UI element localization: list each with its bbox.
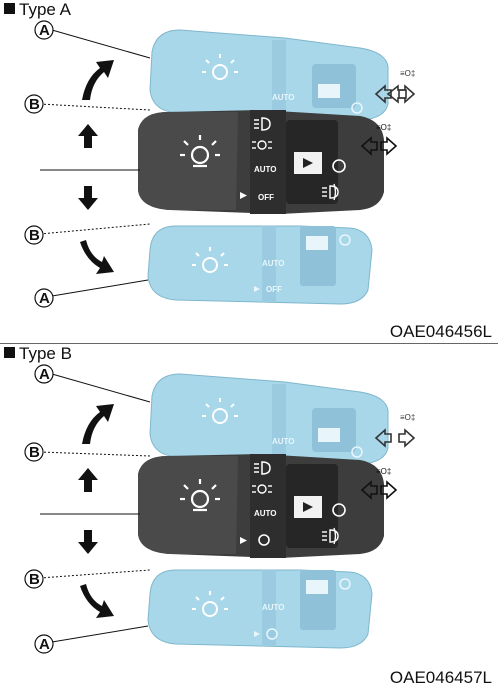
- arrow-down-icon: [78, 530, 98, 554]
- panel-divider: [0, 343, 498, 344]
- low-beam-icon: [254, 461, 271, 475]
- ghost-lever-upper: AUTO ≡O‡: [149, 373, 416, 465]
- headlamp-icon: [180, 479, 220, 512]
- panel-type-b: Type B AUTO ≡O‡: [0, 344, 498, 690]
- panel-heading: Type A: [4, 1, 71, 19]
- svg-text:A: A: [39, 22, 50, 39]
- curved-arrow-icon: [82, 60, 114, 100]
- callout-a-top: A: [34, 20, 54, 40]
- callout-b-top: B: [24, 442, 44, 462]
- turn-arrows-icon: [360, 136, 398, 156]
- panel-heading: Type B: [4, 345, 72, 363]
- svg-text:B: B: [29, 571, 40, 588]
- callout-a-top: A: [34, 364, 54, 384]
- switch-label-auto: AUTO: [254, 509, 277, 518]
- callout-b-bottom: B: [24, 569, 44, 589]
- parking-lamp-icon: [252, 484, 272, 494]
- panel-heading-text: Type A: [19, 0, 71, 19]
- ghost-lever-lower: AUTO: [147, 569, 373, 649]
- headlamp-icon: [192, 247, 228, 273]
- headlamp-icon: [202, 398, 238, 424]
- figure-code: OAE046457L: [389, 668, 492, 687]
- svg-text:B: B: [29, 96, 40, 113]
- arrow-up-icon: [78, 468, 98, 492]
- svg-text:A: A: [39, 636, 50, 653]
- panel-type-a: Type A AUTO ≡O‡: [0, 0, 498, 344]
- switch-label-off: OFF: [266, 285, 282, 294]
- square-bullet-icon: [4, 347, 15, 358]
- fog-mark-icon: ≡O‡: [376, 123, 391, 132]
- switch-label-auto: AUTO: [262, 259, 285, 268]
- ghost-lever-upper: AUTO ≡O‡: [149, 29, 415, 121]
- panel-heading-text: Type B: [19, 344, 72, 363]
- off-position-mark: [258, 534, 270, 546]
- parking-lamp-icon: [252, 140, 272, 150]
- switch-label-auto: AUTO: [272, 437, 295, 446]
- arrow-up-icon: [78, 124, 98, 148]
- turn-arrows-icon: [374, 428, 416, 448]
- svg-text:A: A: [39, 290, 50, 307]
- callout-a-bottom: A: [34, 634, 54, 654]
- curved-arrow-icon: [80, 240, 114, 274]
- figure-code: OAE046456L: [389, 322, 492, 341]
- curved-arrow-icon: [80, 584, 114, 618]
- front-fog-icon: [322, 527, 339, 545]
- front-fog-icon: [322, 183, 339, 201]
- turn-arrows-icon: [360, 480, 398, 500]
- fog-mark-icon: ≡O‡: [400, 69, 415, 78]
- svg-text:B: B: [29, 444, 40, 461]
- switch-label-auto: AUTO: [262, 603, 285, 612]
- arrow-down-icon: [78, 186, 98, 210]
- callout-b-top: B: [24, 94, 44, 114]
- low-beam-icon: [254, 117, 271, 131]
- turn-arrows-icon: [386, 84, 407, 104]
- main-lever: AUTO ≡O‡: [138, 454, 398, 558]
- svg-text:B: B: [29, 227, 40, 244]
- square-bullet-icon: [4, 3, 15, 14]
- ghost-lever-lower: AUTO OFF: [147, 225, 373, 305]
- switch-label-auto: AUTO: [272, 93, 295, 102]
- callout-b-bottom: B: [24, 225, 44, 245]
- svg-text:A: A: [39, 366, 50, 383]
- switch-label-off: OFF: [258, 193, 274, 202]
- main-lever: AUTO OFF ≡O‡: [138, 110, 398, 214]
- headlamp-icon: [180, 135, 220, 168]
- curved-arrow-icon: [82, 404, 114, 444]
- fog-mark-icon: ≡O‡: [376, 467, 391, 476]
- switch-label-auto: AUTO: [254, 165, 277, 174]
- lever-illustration-a: AUTO ≡O‡ AUTO OFF: [24, 20, 415, 308]
- lever-illustration-b: AUTO ≡O‡ AUTO: [24, 364, 416, 654]
- callout-a-bottom: A: [34, 288, 54, 308]
- headlamp-icon: [192, 591, 228, 617]
- fog-mark-icon: ≡O‡: [400, 413, 415, 422]
- headlamp-icon: [202, 54, 238, 80]
